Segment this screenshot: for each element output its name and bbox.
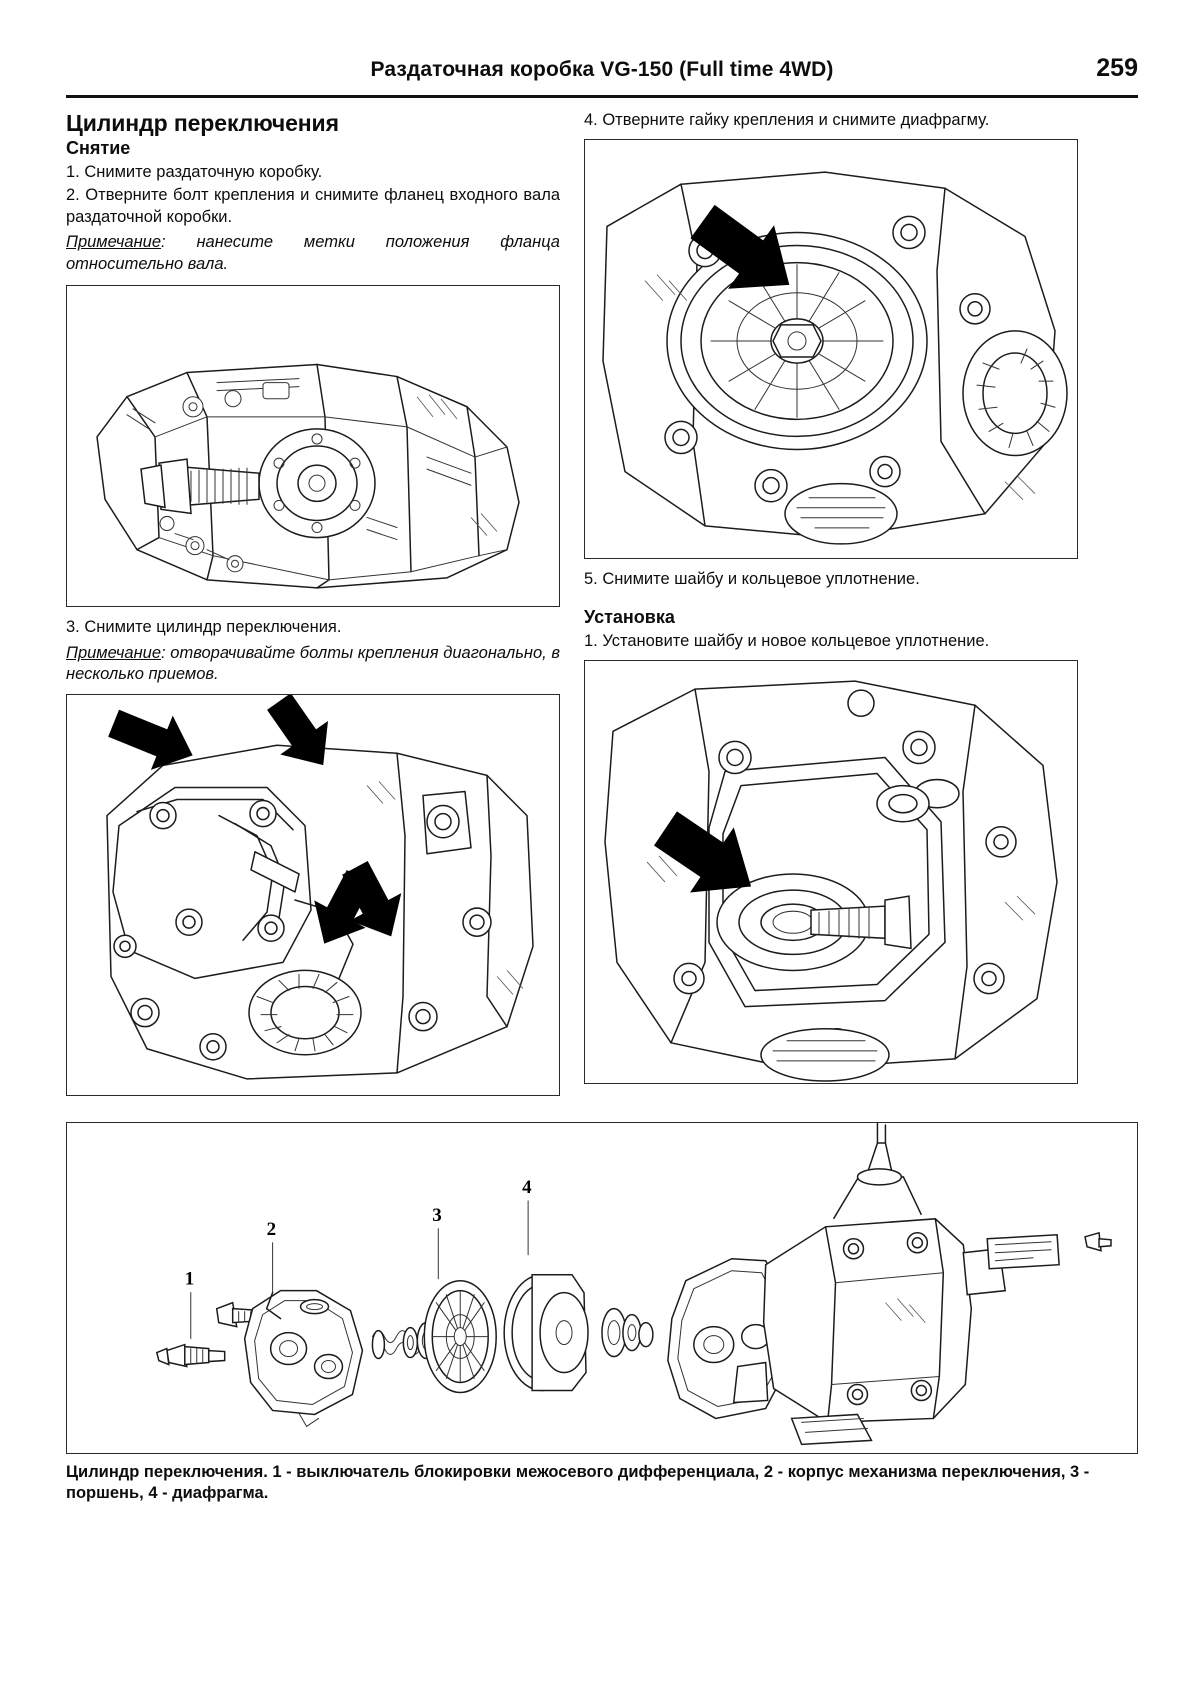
note-1-label: Примечание (66, 233, 162, 252)
left-column: Цилиндр переключения Снятие 1. Снимите р… (66, 110, 560, 1106)
callout-2-label: 2 (267, 1218, 276, 1239)
step-3: 3. Снимите цилиндр переключения. (66, 618, 342, 637)
shift-cylinder-exploded-illustration: 1 2 3 4 (155, 1122, 1112, 1445)
section-title: Цилиндр переключения (66, 110, 339, 136)
washer-oring-install-illustration (604, 680, 1058, 1083)
page-header: Раздаточная коробка VG-150 (Full time 4W… (66, 54, 1138, 98)
part-shift-housing (243, 1289, 364, 1427)
part-transfer-case-assembly (667, 1122, 1007, 1445)
part-nut-washer (601, 1307, 654, 1357)
callout-arrow (654, 811, 752, 893)
figure-caption: Цилиндр переключения. 1 - выключатель бл… (66, 1462, 1090, 1502)
removal-heading: Снятие (66, 138, 131, 158)
step-2: 2. Отверните болт крепления и снимите фл… (66, 186, 560, 226)
installation-heading: Установка (584, 606, 675, 627)
callout-1-label: 1 (185, 1268, 194, 1289)
callout-3: 3 (432, 1204, 442, 1279)
content-columns: Цилиндр переключения Снятие 1. Снимите р… (66, 110, 1138, 1106)
callout-2: 2 (267, 1218, 276, 1293)
part-diaphragm (503, 1273, 589, 1391)
part-screw (1084, 1231, 1112, 1252)
header-divider (66, 95, 1138, 98)
step-6: 1. Установите шайбу и новое кольцевое уп… (584, 631, 990, 650)
figure-washer-oring-install (584, 660, 1078, 1085)
figure-transfer-case-input-flange (66, 285, 560, 608)
figure-diaphragm-nut (584, 139, 1078, 560)
right-column: 4. Отверните гайку крепления и снимите д… (584, 110, 1078, 1106)
part-diff-lock-switch (155, 1343, 226, 1367)
callout-arrow (690, 205, 790, 290)
diaphragm-nut-illustration (602, 171, 1068, 546)
note-2-text: : отворачивайте болты крепления диагонал… (66, 643, 560, 684)
part-name-plate (986, 1233, 1060, 1270)
callout-4-label: 4 (522, 1176, 532, 1197)
part-o-ring-small (299, 1298, 330, 1314)
step-5: 5. Снимите шайбу и кольцевое уплотнение. (584, 570, 920, 589)
figure-shift-cylinder-exploded: 1 2 3 4 (66, 1121, 1138, 1454)
note-1: Примечание: нанесите метки положения фла… (66, 232, 560, 275)
callout-3-label: 3 (432, 1204, 441, 1225)
page-title: Раздаточная коробка VG-150 (Full time 4W… (370, 58, 834, 81)
shift-cylinder-bolts-illustration (106, 694, 534, 1080)
transfer-case-input-flange-illustration (96, 363, 520, 589)
part-piston (423, 1279, 497, 1393)
figure-shift-cylinder-bolts (66, 693, 560, 1096)
step-1: 1. Снимите раздаточную коробку. (66, 163, 323, 181)
note-2-label: Примечание (66, 643, 162, 662)
callout-arrows (108, 694, 402, 944)
note-2: Примечание: отворачивайте болты креплени… (66, 643, 560, 686)
step-4: 4. Отверните гайку крепления и снимите д… (584, 111, 990, 129)
callout-1: 1 (185, 1268, 194, 1339)
callout-4: 4 (522, 1176, 532, 1255)
page-number: 259 (1096, 54, 1138, 82)
note-1-text: : нанесите метки положения фланца относи… (66, 233, 560, 273)
